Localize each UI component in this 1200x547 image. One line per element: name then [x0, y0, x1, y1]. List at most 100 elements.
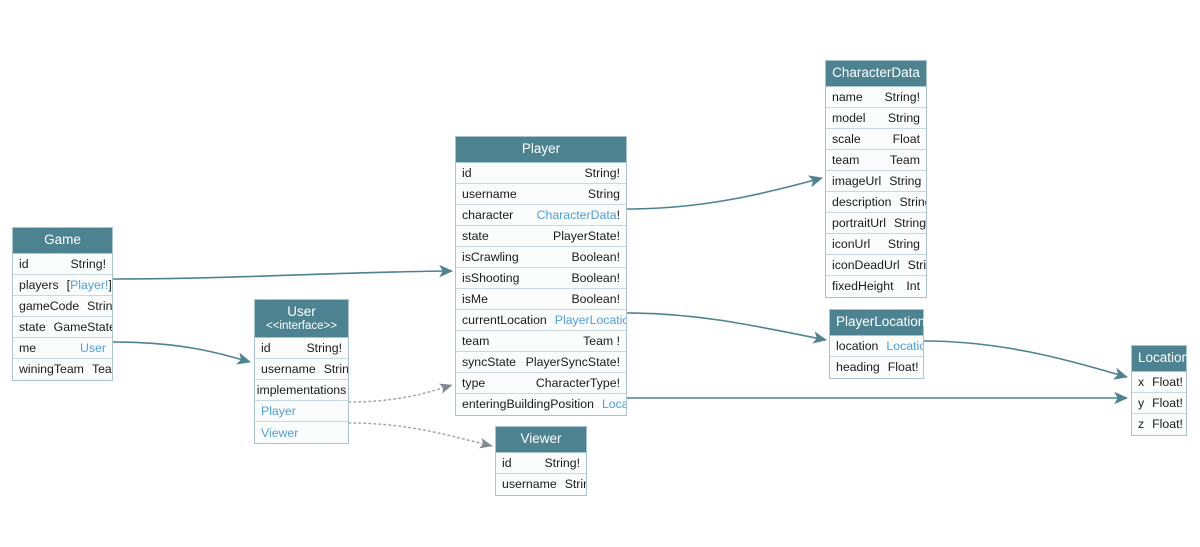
field-name: username	[462, 186, 517, 201]
field-user-username: username String	[255, 359, 348, 381]
edge-game-me-to-user	[112, 341, 251, 365]
entity-user-title: User	[287, 304, 316, 319]
field-characterdata-description: description String	[826, 191, 926, 213]
field-name: id	[261, 341, 271, 356]
entity-viewer-header: Viewer	[496, 427, 586, 453]
entity-game[interactable]: Game id String! players [Player!] gameCo…	[12, 227, 113, 381]
entity-user-header: User <<interface>>	[255, 300, 348, 339]
entity-location-header: Location	[1132, 346, 1190, 372]
field-player-id: id String!	[456, 162, 626, 184]
bracket-close: ]	[108, 277, 112, 292]
field-type: String!	[87, 298, 112, 313]
field-characterdata-portraiturl: portraitUrl String	[826, 212, 926, 234]
field-player-currentlocation[interactable]: currentLocation PlayerLocation!	[456, 309, 626, 331]
entity-player-location[interactable]: PlayerLocation location Location! headin…	[829, 309, 925, 379]
entity-character-data[interactable]: CharacterData name String! model String …	[825, 60, 927, 298]
field-type: Boolean!	[571, 291, 620, 306]
field-type: String!	[70, 256, 106, 271]
user-implementation-viewer[interactable]: Viewer	[255, 422, 348, 444]
field-type-link[interactable]: Player!	[70, 277, 109, 292]
field-name: location	[836, 338, 879, 353]
field-type: PlayerSyncState!	[525, 354, 620, 369]
edge-playerlocation-location-to-location	[923, 340, 1128, 380]
field-type: Boolean!	[571, 270, 620, 285]
entity-user[interactable]: User <<interface>> id String! username S…	[254, 299, 349, 445]
field-type: String!	[544, 455, 580, 470]
field-viewer-username: username String	[496, 473, 586, 495]
field-name: model	[832, 110, 866, 125]
field-characterdata-fixedheight: fixedHeight Int	[826, 275, 926, 297]
field-type-link[interactable]: CharacterData	[536, 207, 617, 222]
field-type: PlayerLocation!	[547, 313, 626, 327]
field-type: String	[887, 236, 920, 251]
field-name: x	[1138, 374, 1145, 389]
field-type: Team	[889, 152, 920, 167]
field-type-link[interactable]: Location	[886, 338, 923, 353]
field-type: String	[907, 257, 926, 272]
field-type: Float	[892, 131, 920, 146]
field-name: syncState	[462, 354, 516, 369]
field-player-isme: isMe Boolean!	[456, 288, 626, 310]
field-player-enteringbuildingposition[interactable]: enteringBuildingPosition Location	[456, 393, 626, 415]
field-characterdata-scale: scale Float	[826, 128, 926, 150]
field-name: players	[19, 277, 59, 292]
bracket-open: [	[66, 277, 71, 292]
field-name: gameCode	[19, 298, 80, 313]
field-name: y	[1138, 395, 1145, 410]
field-location-y: y Float!	[1132, 392, 1186, 414]
entity-location-title: Location	[1138, 350, 1190, 365]
field-name: name	[832, 89, 863, 104]
entity-player-title: Player	[521, 141, 561, 156]
field-type: GameState!	[53, 319, 112, 334]
field-type: String	[323, 362, 348, 377]
field-name: scale	[832, 131, 861, 146]
user-implementation-player[interactable]: Player	[255, 401, 348, 423]
field-player-state: state PlayerState!	[456, 225, 626, 247]
field-type: Location!	[878, 339, 923, 353]
field-type: String	[587, 186, 620, 201]
field-name: imageUrl	[832, 173, 882, 188]
field-type-link[interactable]: PlayerLocation	[554, 312, 626, 327]
field-type: Float!	[1152, 374, 1183, 389]
field-name: isShooting	[462, 270, 520, 285]
field-type: String	[887, 110, 920, 125]
field-name: heading	[836, 360, 880, 375]
field-player-isshooting: isShooting Boolean!	[456, 267, 626, 289]
field-type: Float!	[1152, 417, 1183, 432]
field-type: Int	[906, 279, 920, 294]
field-name: character	[462, 207, 514, 222]
field-type: Float!	[1152, 395, 1183, 410]
field-name: winingTeam	[19, 362, 84, 377]
field-playerlocation-location[interactable]: location Location!	[830, 335, 923, 357]
implementation-link[interactable]: Viewer	[261, 425, 299, 440]
field-name: id	[462, 165, 472, 180]
entity-player-header: Player	[456, 137, 626, 163]
field-player-iscrawling: isCrawling Boolean!	[456, 246, 626, 268]
entity-player[interactable]: Player id String! username String charac…	[455, 136, 627, 416]
field-type-link[interactable]: Location	[601, 397, 626, 412]
field-type: PlayerState!	[553, 228, 620, 243]
field-type: String	[893, 215, 926, 230]
field-name: type	[462, 375, 486, 390]
field-player-team: team Team !	[456, 330, 626, 352]
field-game-players[interactable]: players [Player!]	[13, 274, 112, 296]
field-name: isMe	[462, 291, 488, 306]
field-player-syncstate: syncState PlayerSyncState!	[456, 351, 626, 373]
field-game-state: state GameState!	[13, 316, 112, 338]
entity-viewer[interactable]: Viewer id String! username String	[495, 426, 587, 496]
field-game-me[interactable]: me User	[13, 337, 112, 359]
field-player-character[interactable]: character CharacterData!	[456, 204, 626, 226]
field-type: String	[899, 194, 926, 209]
field-name: iconUrl	[832, 236, 871, 251]
field-type: CharacterData!	[529, 208, 620, 222]
implementation-link[interactable]: Player	[261, 404, 296, 419]
field-type-link[interactable]: User	[80, 340, 106, 355]
field-name: enteringBuildingPosition	[462, 397, 594, 412]
field-player-username: username String	[456, 183, 626, 205]
field-name: team	[462, 333, 490, 348]
entity-viewer-title: Viewer	[520, 431, 562, 446]
field-type: Team	[91, 362, 112, 377]
field-location-x: x Float!	[1132, 371, 1186, 393]
entity-location[interactable]: Location x Float! y Float! z Float!	[1131, 345, 1190, 436]
